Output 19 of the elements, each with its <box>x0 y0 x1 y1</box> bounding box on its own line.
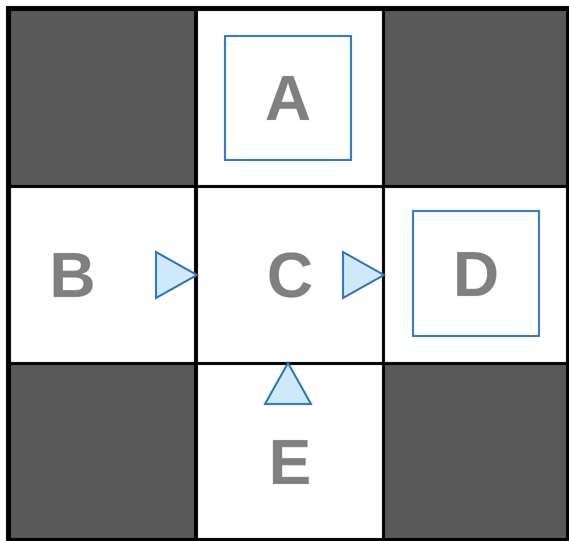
letter-label: C <box>266 243 314 307</box>
arrow-triangle <box>263 360 313 405</box>
letter-label: B <box>49 243 96 307</box>
grid-cell <box>198 188 382 362</box>
filled-cell <box>11 365 194 538</box>
grid-cell <box>198 365 382 538</box>
grid-cell <box>385 188 566 362</box>
arrow-triangle <box>155 250 200 300</box>
grid-cell <box>198 11 382 185</box>
square-box <box>224 35 352 161</box>
square-box <box>412 210 540 337</box>
letter-label: D <box>452 242 500 306</box>
letter-label: A <box>264 66 312 130</box>
arrow-triangle <box>342 250 386 300</box>
letter-label: E <box>268 430 312 494</box>
filled-cell <box>11 11 194 185</box>
grid-cell <box>11 188 194 362</box>
filled-cell <box>385 365 566 538</box>
filled-cell <box>385 11 566 185</box>
